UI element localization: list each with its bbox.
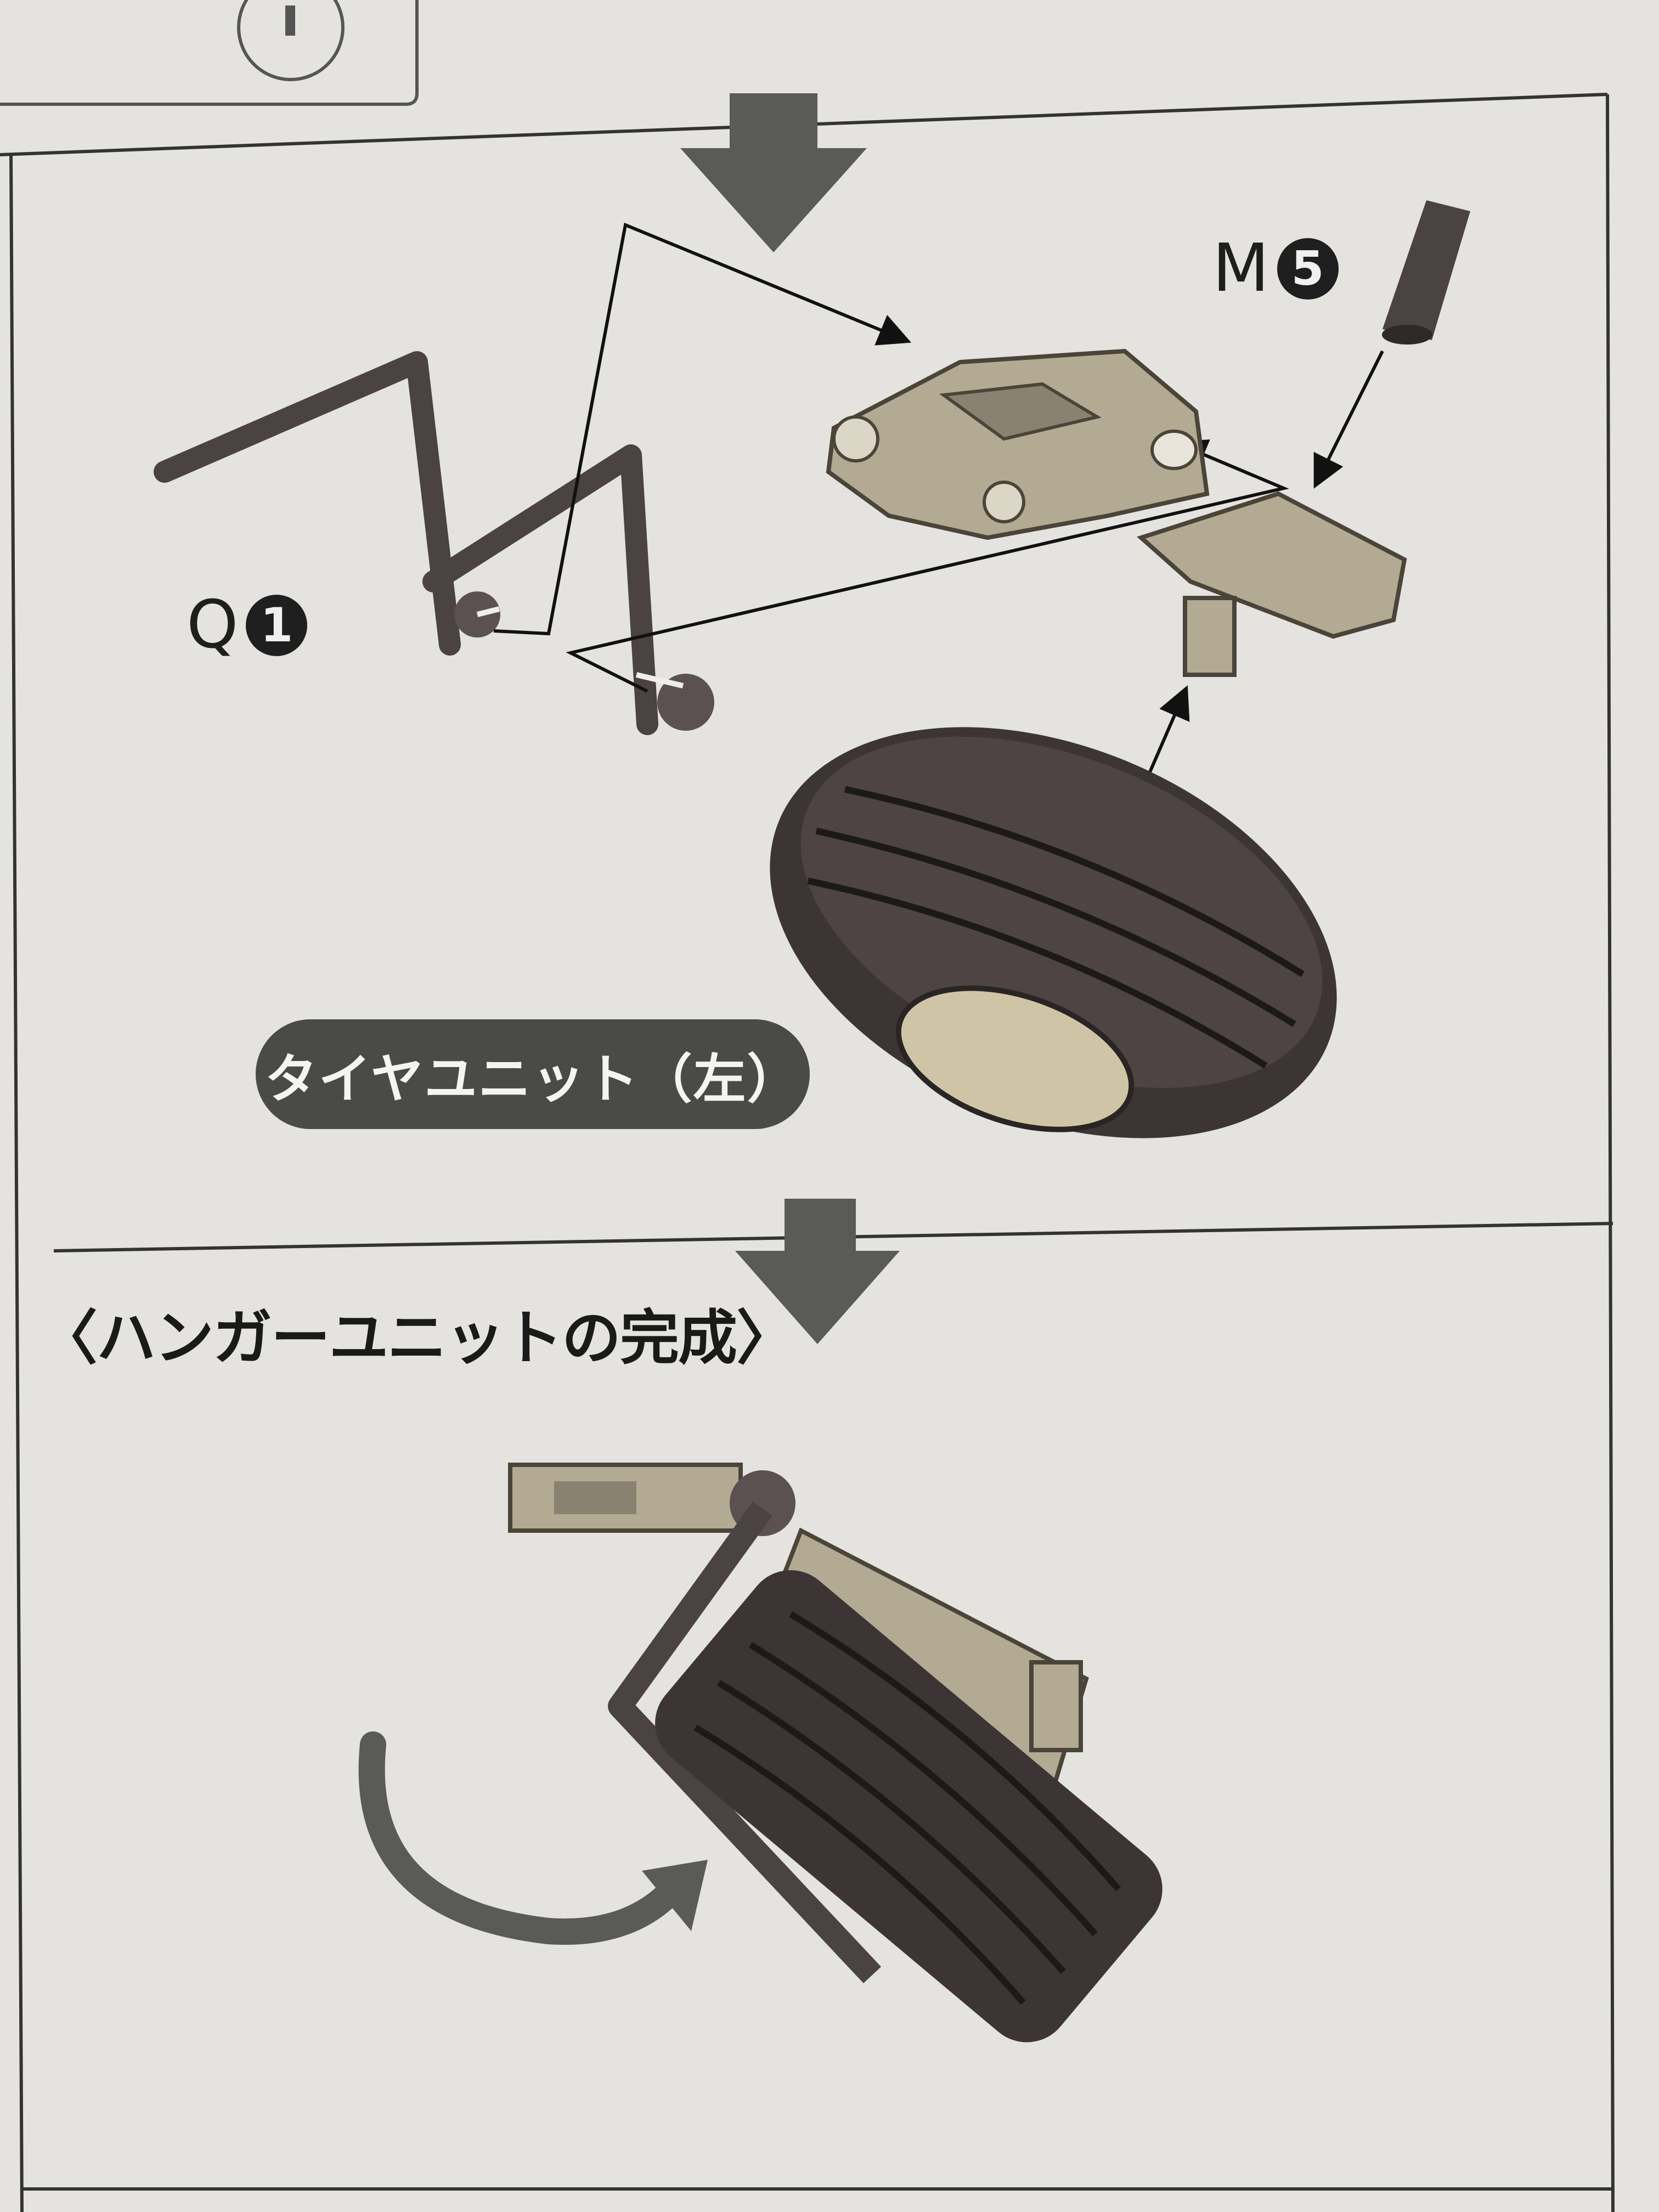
part-number-badge: 1 (246, 595, 308, 656)
hanger-rod-q1 (154, 351, 714, 735)
page-frame (0, 0, 1615, 2212)
caution-icon (285, 5, 295, 36)
rotation-arrow-icon (358, 1731, 708, 1945)
joint-part (826, 348, 1407, 677)
section-title: 〈ハンガーユニットの完成〉 (38, 1304, 795, 1373)
part-letter: Q (187, 587, 239, 663)
part-number-badge: 5 (1277, 238, 1339, 300)
tire-unit-label: タイヤユニット（左） (256, 1019, 810, 1129)
part-label-q: Q 1 (187, 587, 308, 663)
part-letter: M (1212, 230, 1269, 307)
part-label-m: M 5 (1212, 236, 1339, 302)
step-arrow-icon (735, 1199, 900, 1344)
peg-part-m5 (1382, 200, 1470, 345)
completed-hanger-unit (508, 1463, 1163, 2042)
tire-part (770, 727, 1337, 1138)
step-arrow-icon (680, 93, 867, 252)
